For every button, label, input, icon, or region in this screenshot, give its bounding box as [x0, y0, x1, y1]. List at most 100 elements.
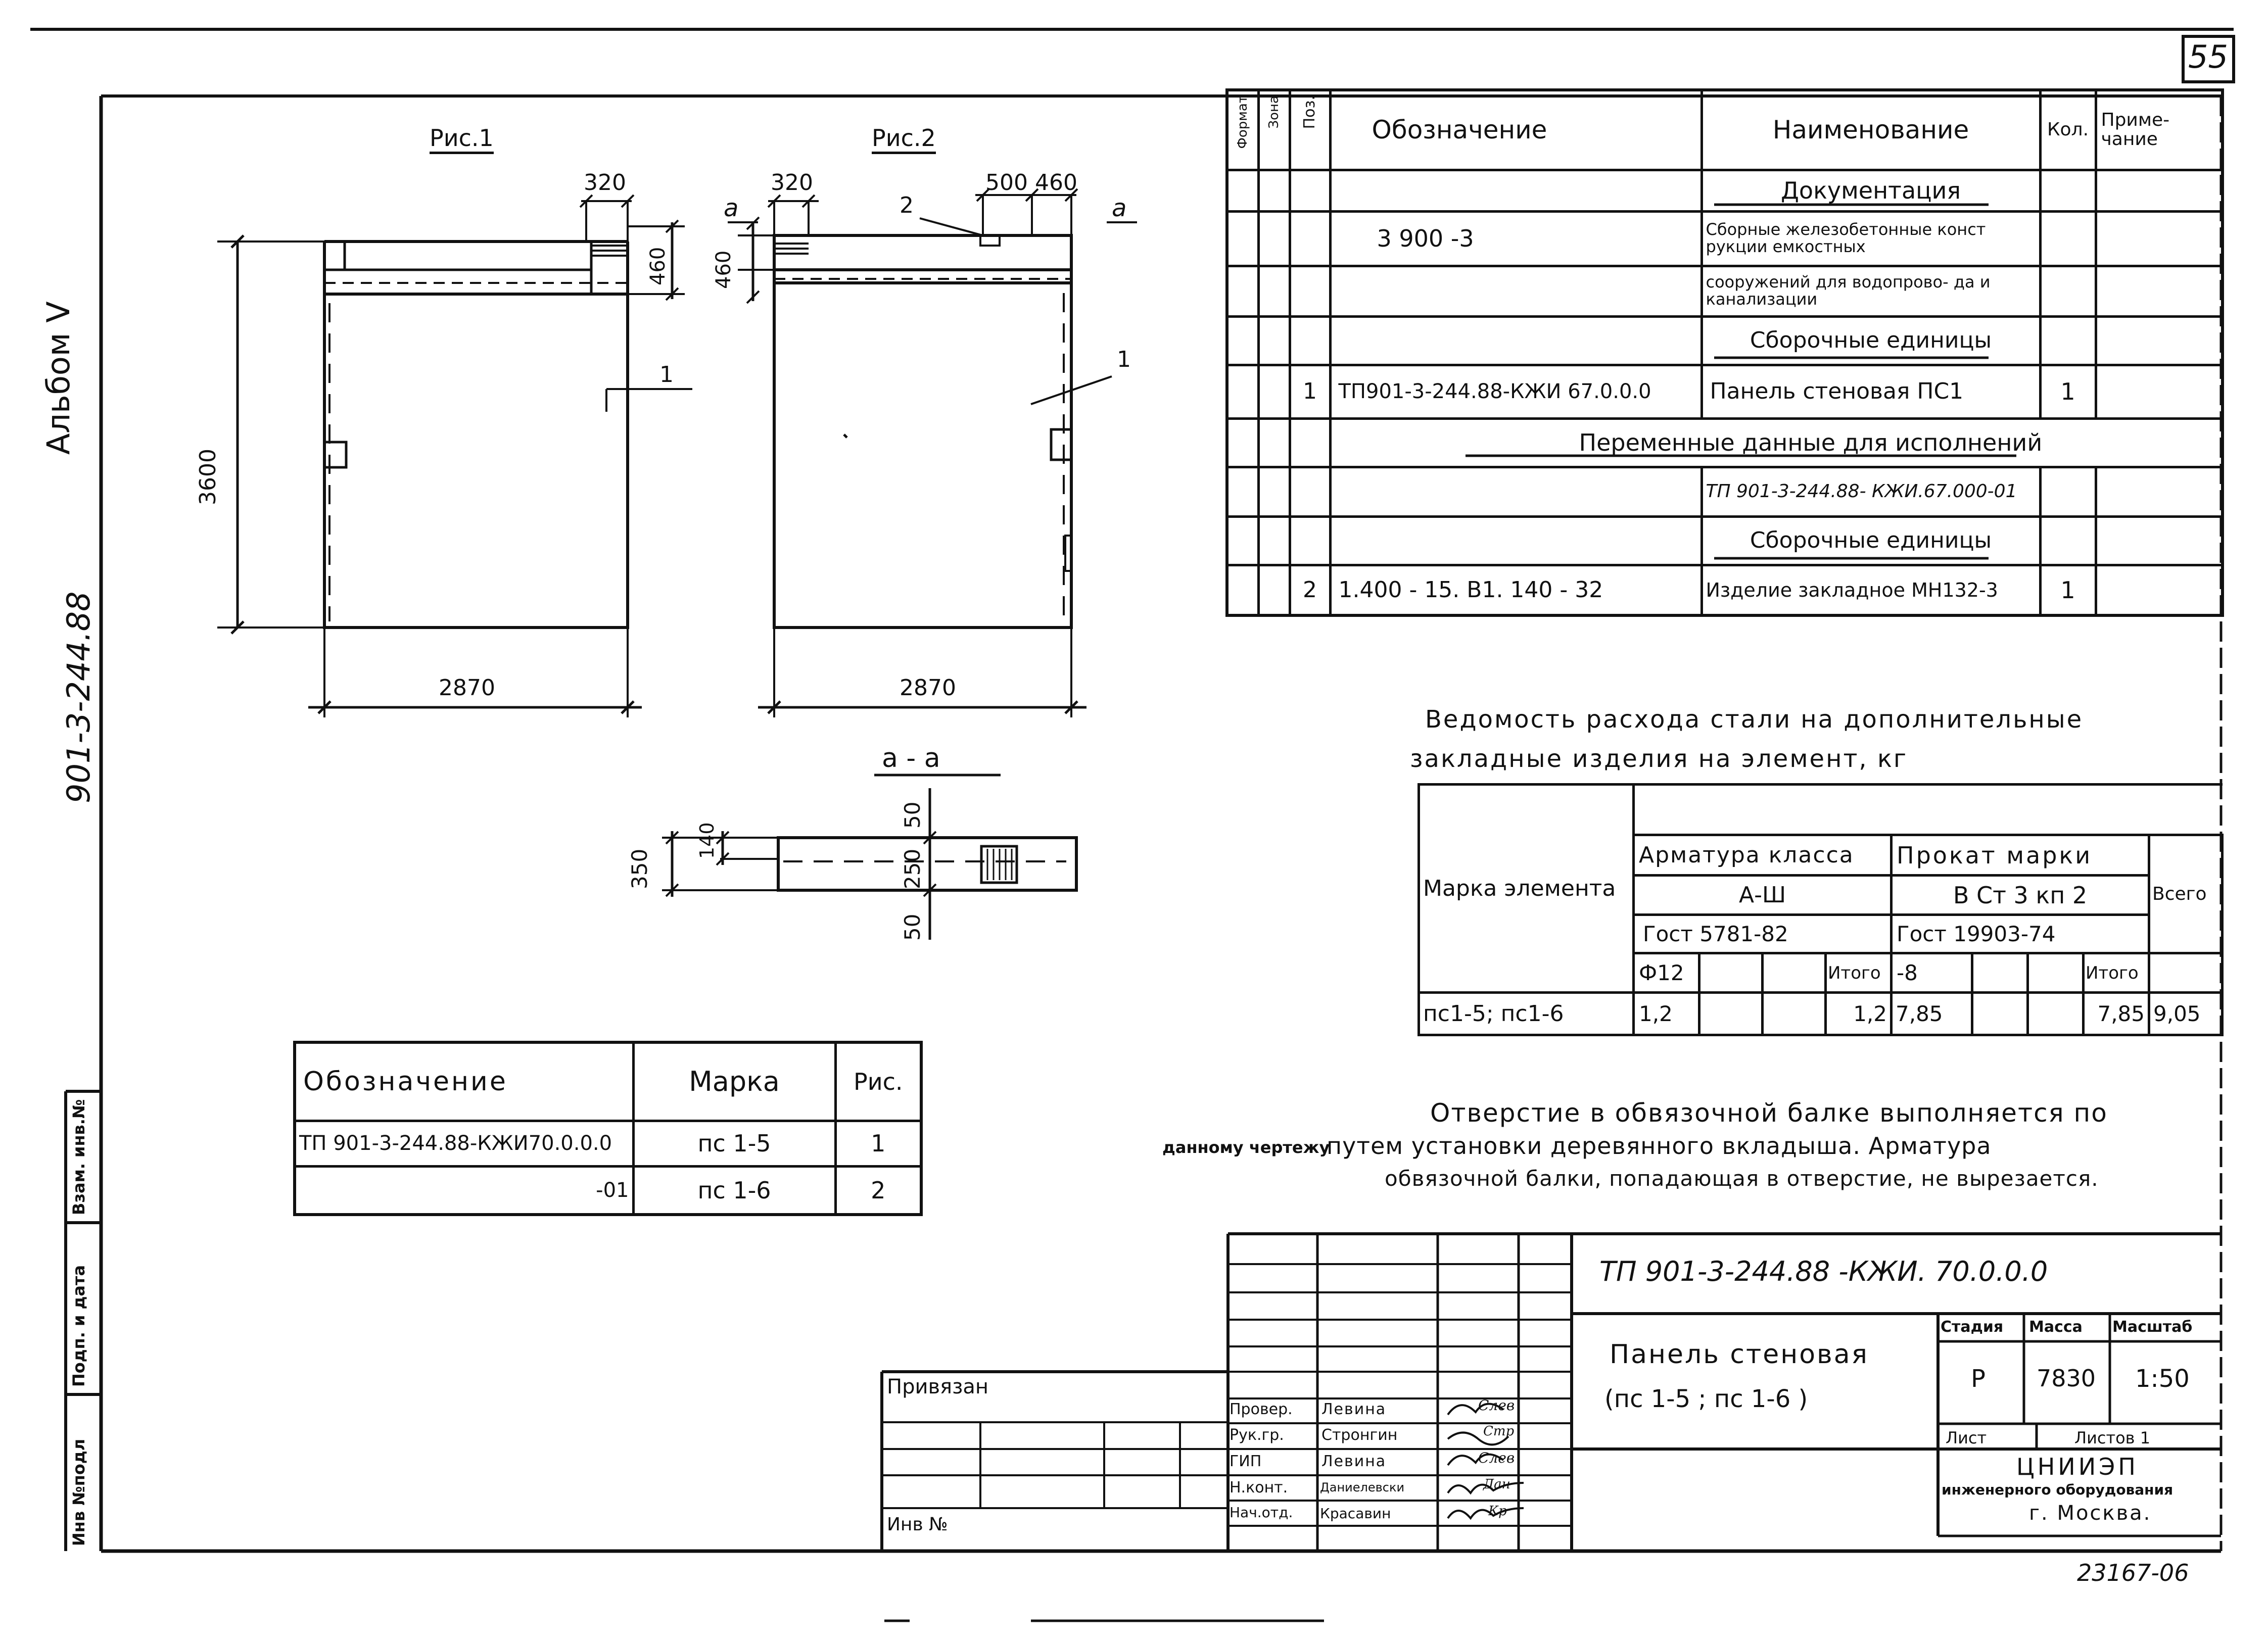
role-4: Н.конт. — [1230, 1479, 1288, 1497]
spec-pos: 1 — [1288, 363, 1332, 420]
steel-arm-grade: А-Ш — [1632, 874, 1893, 916]
steel-h-total: Всего — [2147, 834, 2224, 954]
dim-50-bottom: 50 — [900, 913, 925, 941]
section-mark-left: а — [724, 194, 739, 222]
callout-1-fig1: 1 — [659, 362, 674, 388]
signature-4: Дан — [1483, 1477, 1510, 1492]
title-inv: Инв № — [887, 1514, 948, 1535]
spec-h-pos: Поз. — [1301, 95, 1318, 129]
dim-3600: 3600 — [195, 449, 221, 505]
spec-h-zone: Зона — [1266, 95, 1282, 129]
title-sheets-header: Листов 1 — [2074, 1428, 2151, 1447]
spec-h-note: Приме- чание — [2094, 88, 2224, 171]
spec-designation — [1329, 264, 1703, 318]
steel-row-phi12: 1,2 — [1632, 991, 1700, 1036]
marks-h-fig: Рис. — [834, 1041, 923, 1122]
steel-row-itogo2: 7,85 — [2082, 991, 2150, 1036]
spec-name: Изделие закладное МН132-3 — [1700, 563, 2042, 617]
spec-designation — [1329, 168, 1703, 213]
note-line1: Отверстие в обвязочной балке выполняется… — [1430, 1098, 2108, 1128]
signature-1: Cлев — [1478, 1397, 1515, 1414]
marks-row-designation: ТП 901-3-244.88-КЖИ70.0.0.0 — [293, 1119, 635, 1168]
title-mass-header: Масса — [2029, 1318, 2083, 1336]
marks-row-mark: пс 1-6 — [632, 1165, 837, 1216]
role-name-5: Красавин — [1320, 1505, 1391, 1522]
spec-pos — [1288, 210, 1332, 267]
strip-podp: Подп. и дата — [69, 1265, 88, 1387]
role-name-1: Левина — [1321, 1401, 1387, 1418]
title-org-2: инженерного оборудования — [1942, 1481, 2174, 1498]
steel-row-total: 9,05 — [2147, 991, 2224, 1036]
spec-designation — [1329, 515, 1703, 566]
callout-2-fig2: 2 — [900, 192, 914, 218]
marks-row-designation: -01 — [293, 1165, 635, 1216]
dim-460-fig1: 460 — [646, 247, 670, 285]
spec-name: Документация — [1700, 168, 2042, 213]
marks-table: Обозначение Марка Рис. ТП 901-3-244.88-К… — [293, 1041, 923, 1216]
title-name-line1: Панель стеновая — [1610, 1339, 1869, 1370]
title-stage-header: Стадия — [1941, 1318, 2004, 1336]
steel-h-mark: Марка элемента — [1418, 783, 1635, 994]
strip-vzam: Взам. инв.№ — [69, 1099, 88, 1215]
spec-name-variable-data: Переменные данные для исполнений — [1329, 417, 2224, 468]
spec-h-designation: Обозначение — [1329, 88, 1703, 171]
marks-row-mark: пс 1-5 — [632, 1119, 837, 1168]
spec-qty — [2039, 465, 2097, 518]
marks-row-fig: 2 — [834, 1165, 923, 1216]
dim-50-top: 50 — [900, 801, 925, 829]
spec-h-format: Формат — [1235, 95, 1251, 149]
steel-row-m8: 7,85 — [1890, 991, 1973, 1036]
marks-h-designation: Обозначение — [293, 1041, 635, 1122]
dim-140: 140 — [696, 822, 718, 859]
spec-name: Сборочные единицы — [1700, 515, 2042, 566]
spec-qty — [2039, 210, 2097, 267]
note-line3: обвязочной балки, попадающая в отверстие… — [1385, 1166, 2099, 1191]
marks-row-fig: 1 — [834, 1119, 923, 1168]
dim-320-fig2: 320 — [771, 170, 813, 196]
spec-pos: 2 — [1288, 563, 1332, 617]
title-doc-code: ТП 901-3-244.88 -КЖИ. 70.0.0.0 — [1599, 1256, 2048, 1287]
steel-arm-gost: Гост 5781-82 — [1632, 913, 1893, 954]
role-name-3: Левина — [1321, 1453, 1387, 1470]
spec-name: ТП 901-3-244.88- КЖИ.67.000-01 — [1700, 465, 2042, 518]
spec-pos — [1288, 264, 1332, 318]
spec-pos — [1288, 315, 1332, 366]
steel-row-itogo1: 1,2 — [1824, 991, 1893, 1036]
spec-pos — [1288, 168, 1332, 213]
dim-250: 250 — [900, 848, 925, 889]
role-2: Рук.гр. — [1230, 1426, 1284, 1444]
steel-prokat-grade: В Ст 3 кп 2 — [1890, 874, 2150, 916]
spec-name: Панель стеновая ПС1 — [1700, 363, 2042, 420]
role-1: Провер. — [1230, 1401, 1293, 1418]
spec-name: Сборные железобетонные конст рукции емко… — [1700, 210, 2042, 267]
steel-title-line2: закладные изделия на элемент, кг — [1410, 745, 1908, 773]
title-privyazan: Привязан — [887, 1375, 989, 1398]
role-3: ГИП — [1230, 1453, 1262, 1470]
strip-inv: Инв №подл — [69, 1438, 88, 1546]
title-scale-header: Масштаб — [2112, 1318, 2193, 1336]
title-mass: 7830 — [2037, 1365, 2096, 1392]
title-name-line2: (пс 1-5 ; пс 1-6 ) — [1604, 1385, 1808, 1413]
steel-h-arm-class: Арматура класса — [1632, 834, 1893, 877]
spec-pos — [1288, 465, 1332, 518]
steel-h-prokat: Прокат марки — [1890, 834, 2150, 877]
note-line2b: путем установки деревянного вкладыша. Ар… — [1327, 1132, 1992, 1160]
marks-h-mark: Марка — [632, 1041, 837, 1122]
signature-5: Кр — [1488, 1504, 1507, 1519]
spec-designation — [1329, 315, 1703, 366]
fig2-label: Рис.2 — [872, 126, 936, 154]
steel-h-phi12: Ф12 — [1632, 952, 1700, 994]
spec-designation: 3 900 -3 — [1329, 210, 1703, 267]
fig1-label: Рис.1 — [430, 126, 494, 154]
title-sheet-header: Лист — [1946, 1428, 1987, 1447]
role-5: Нач.отд. — [1230, 1504, 1293, 1521]
dim-350: 350 — [627, 848, 652, 889]
album-label: Альбом V — [40, 301, 77, 455]
steel-title-line1: Ведомость расхода стали на дополнительны… — [1425, 705, 2084, 734]
spec-h-qty: Кол. — [2039, 88, 2097, 171]
note-line2a: данному чертежу — [1162, 1138, 1330, 1157]
spec-qty — [2039, 264, 2097, 318]
spec-designation: ТП901-3-244.88-КЖИ 67.0.0.0 — [1329, 363, 1703, 420]
spec-qty — [2039, 168, 2097, 213]
steel-prokat-gost: Гост 19903-74 — [1890, 913, 2150, 954]
